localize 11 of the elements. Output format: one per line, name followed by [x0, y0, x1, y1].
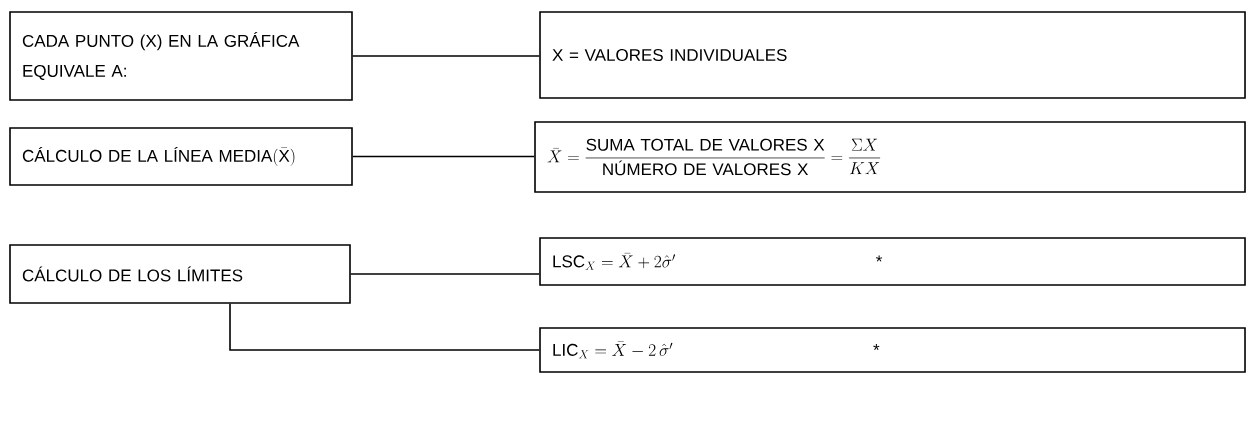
text-box: CADA PUNTO (X) EN LA GRÁFICA EQUIVALE A: — [9, 11, 353, 101]
formula-box: $\mathrm{LSC}_{X} = \bar{X} + 2\hat{\sigma}'$ * — [539, 237, 1246, 286]
formula-box: $\bar{X} = \frac{\text{SUMA TOTAL DE VALORES X}}{\text{NÚMERO DE VALORES X}} = \frac{\Sigma X}{K X}$ — [534, 121, 1246, 193]
connector-line — [350, 273, 540, 275]
text-box: CÁLCULO DE LOS LÍMITES — [9, 244, 351, 304]
text-box: X = VALORES INDIVIDUALES — [539, 11, 1246, 99]
formula-box: $\mathrm{LIC}_{X} = \bar{X} - 2\,\hat{\sigma}'$ * — [539, 327, 1246, 373]
connector-line — [229, 303, 540, 351]
connector-line — [352, 155, 535, 158]
connector-line — [352, 55, 540, 57]
text-box: $\text{CÁLCULO DE LA LÍNEA MEDIA}(\bar{\mathrm{X}})$ — [9, 127, 353, 186]
